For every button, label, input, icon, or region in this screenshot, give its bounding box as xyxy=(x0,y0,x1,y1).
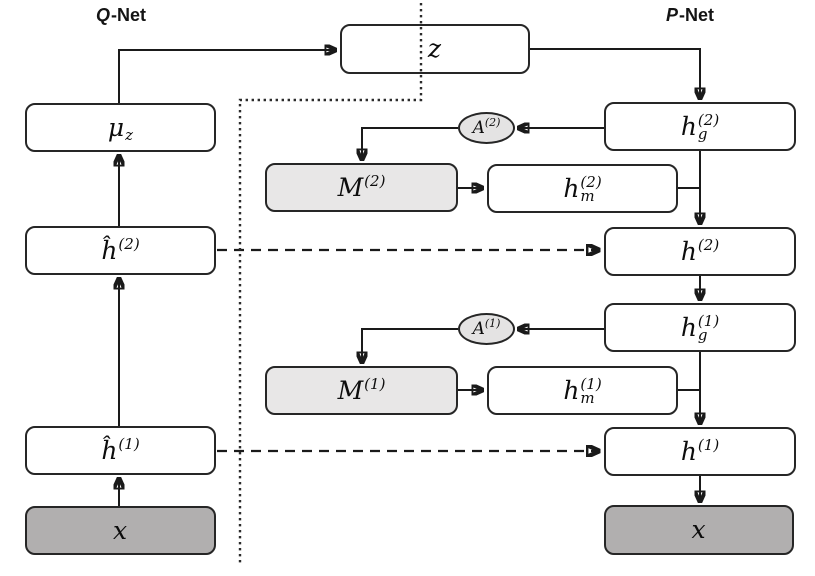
h-1-label: h xyxy=(680,436,697,466)
attention-2-ellipse: A(2) xyxy=(458,112,515,144)
p-net-title-rest: -Net xyxy=(679,5,715,25)
latent-z-box: z xyxy=(340,24,530,74)
memory-2-label: M xyxy=(337,172,364,202)
h-g-1-box: h(1)g xyxy=(604,303,796,352)
mu-z-label: μ xyxy=(107,112,125,142)
memory-2-box: M(2) xyxy=(265,163,458,212)
h-m-1-box: h(1)m xyxy=(487,366,678,415)
h-g-1-script: (1)g xyxy=(697,311,720,344)
q-net-title-italic: Q xyxy=(96,5,111,25)
h-g-1-label: h xyxy=(680,312,697,342)
h-g-2-script: (2)g xyxy=(697,110,720,143)
latent-z-label: z xyxy=(427,34,442,63)
h-hat-2-script: (2) xyxy=(118,234,140,253)
output-x-decoder-label: x xyxy=(691,515,706,544)
attention-2-script: (2) xyxy=(484,116,501,129)
h-2-box: h(2) xyxy=(604,227,796,276)
dotted-divider xyxy=(238,3,423,566)
h-hat-1-label: ĥ xyxy=(101,435,118,465)
q-net-title-rest: -Net xyxy=(111,5,147,25)
h-hat-1-script: (1) xyxy=(118,434,140,453)
arrow-mu-z-to-z xyxy=(118,50,336,103)
input-x-encoder-label: x xyxy=(112,515,128,545)
h-1-box: h(1) xyxy=(604,427,796,476)
h-m-2-script: (2)m xyxy=(580,172,602,205)
h-m-1-label: h xyxy=(563,375,580,405)
input-x-encoder-box: x xyxy=(25,506,216,555)
memory-1-box: M(1) xyxy=(265,366,458,415)
arrow-attention-2-to-memory-2 xyxy=(362,127,458,160)
h-1-script: (1) xyxy=(697,435,720,454)
h-m-2-box: h(2)m xyxy=(487,164,678,213)
arrow-z-to-h-g-2 xyxy=(530,48,700,99)
h-m-2-label: h xyxy=(563,173,580,203)
attention-1-label: A xyxy=(472,319,485,339)
h-hat-2-label: ĥ xyxy=(101,235,118,265)
h-hat-1-box: ĥ(1) xyxy=(25,426,216,475)
p-net-title: P-Net xyxy=(666,4,714,26)
h-m-1-script: (1)m xyxy=(580,374,602,407)
arrow-attention-1-to-memory-1 xyxy=(362,328,458,363)
output-x-decoder-box: x xyxy=(604,505,794,555)
h-g-2-box: h(2)g xyxy=(604,102,796,151)
attention-1-ellipse: A(1) xyxy=(458,313,515,345)
memory-1-label: M xyxy=(337,375,364,405)
attention-2-label: A xyxy=(472,118,485,138)
h-2-label: h xyxy=(680,236,697,266)
h-g-2-label: h xyxy=(680,111,697,141)
p-net-title-italic: P xyxy=(666,5,679,25)
memory-2-script: (2) xyxy=(364,171,386,190)
mu-z-script: z xyxy=(125,125,134,144)
memory-1-script: (1) xyxy=(364,374,386,393)
q-net-title: Q-Net xyxy=(96,4,146,26)
h-hat-2-box: ĥ(2) xyxy=(25,226,216,275)
attention-1-script: (1) xyxy=(484,317,501,330)
h-2-script: (2) xyxy=(697,235,720,254)
